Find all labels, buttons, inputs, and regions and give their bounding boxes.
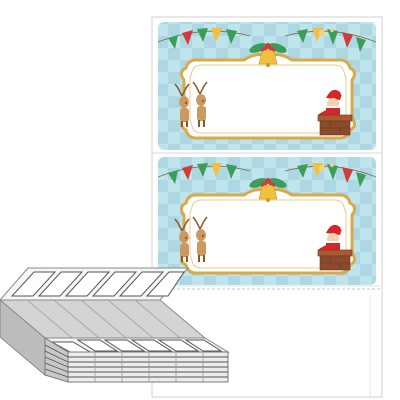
fanfold-stack-layers <box>44 337 229 383</box>
fanfold-top-strip <box>0 267 190 301</box>
fanfold-bottom-labels <box>43 337 230 353</box>
sparkle-icon <box>319 28 334 36</box>
bunting-flags-icon <box>168 28 366 52</box>
sparkle-icon <box>319 163 334 171</box>
fanfold-fold-section <box>0 299 207 377</box>
christmas-label-1 <box>158 22 376 150</box>
bell-icon <box>258 49 278 67</box>
bell-icon <box>258 184 278 202</box>
reindeer-icon <box>174 81 208 127</box>
fanfold-label-stack <box>0 267 230 383</box>
santa-in-chimney-icon <box>317 224 353 271</box>
gold-frame <box>179 53 357 140</box>
gold-frame <box>179 188 357 275</box>
christmas-label-2 <box>158 157 376 285</box>
santa-in-chimney-icon <box>317 89 353 136</box>
bunting-flags-icon <box>168 163 366 187</box>
reindeer-icon <box>174 216 208 262</box>
